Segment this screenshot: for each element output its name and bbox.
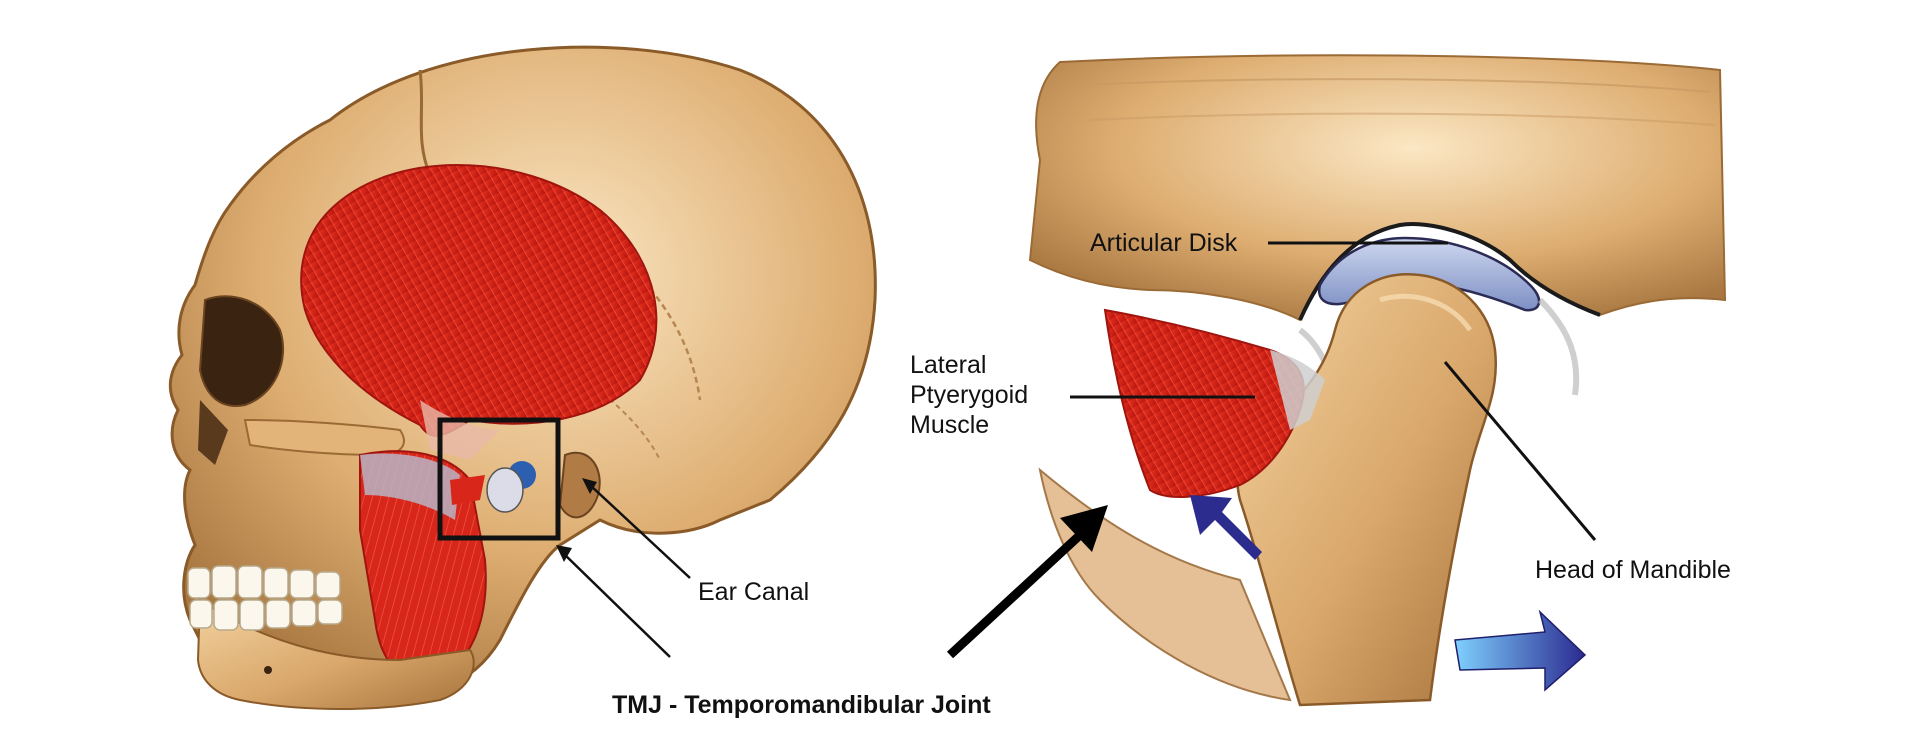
back-arrow — [1190, 495, 1262, 560]
teeth — [187, 565, 343, 631]
label-head-of-mandible: Head of Mandible — [1535, 556, 1731, 584]
tmj-pointer-arrowhead — [556, 545, 572, 562]
joint-inset-box — [437, 417, 561, 541]
lateral-pterygoid-shape — [1103, 308, 1305, 498]
joint-closeup-illustration — [1028, 54, 1727, 707]
skull-illustration — [168, 45, 877, 710]
label-lateral-pterygoid-line-3: Muscle — [910, 411, 990, 439]
forward-arrow — [1454, 609, 1587, 692]
label-ear-canal: Ear Canal — [698, 578, 810, 606]
label-lateral-pterygoid-line-2: Ptyerygoid — [910, 381, 1029, 409]
label-lateral-pterygoid-line-1: Lateral — [910, 351, 987, 379]
diagram-title: TMJ - Temporomandibular Joint — [612, 691, 991, 719]
leader-lines — [561, 241, 1597, 658]
label-lateral-pterygoid-muscle: Lateral Ptyerygoid Muscle — [910, 350, 1050, 440]
zoom-arrow — [946, 505, 1108, 659]
ear-pointer-arrowhead — [582, 478, 597, 494]
label-articular-disk: Articular Disk — [1090, 229, 1238, 257]
